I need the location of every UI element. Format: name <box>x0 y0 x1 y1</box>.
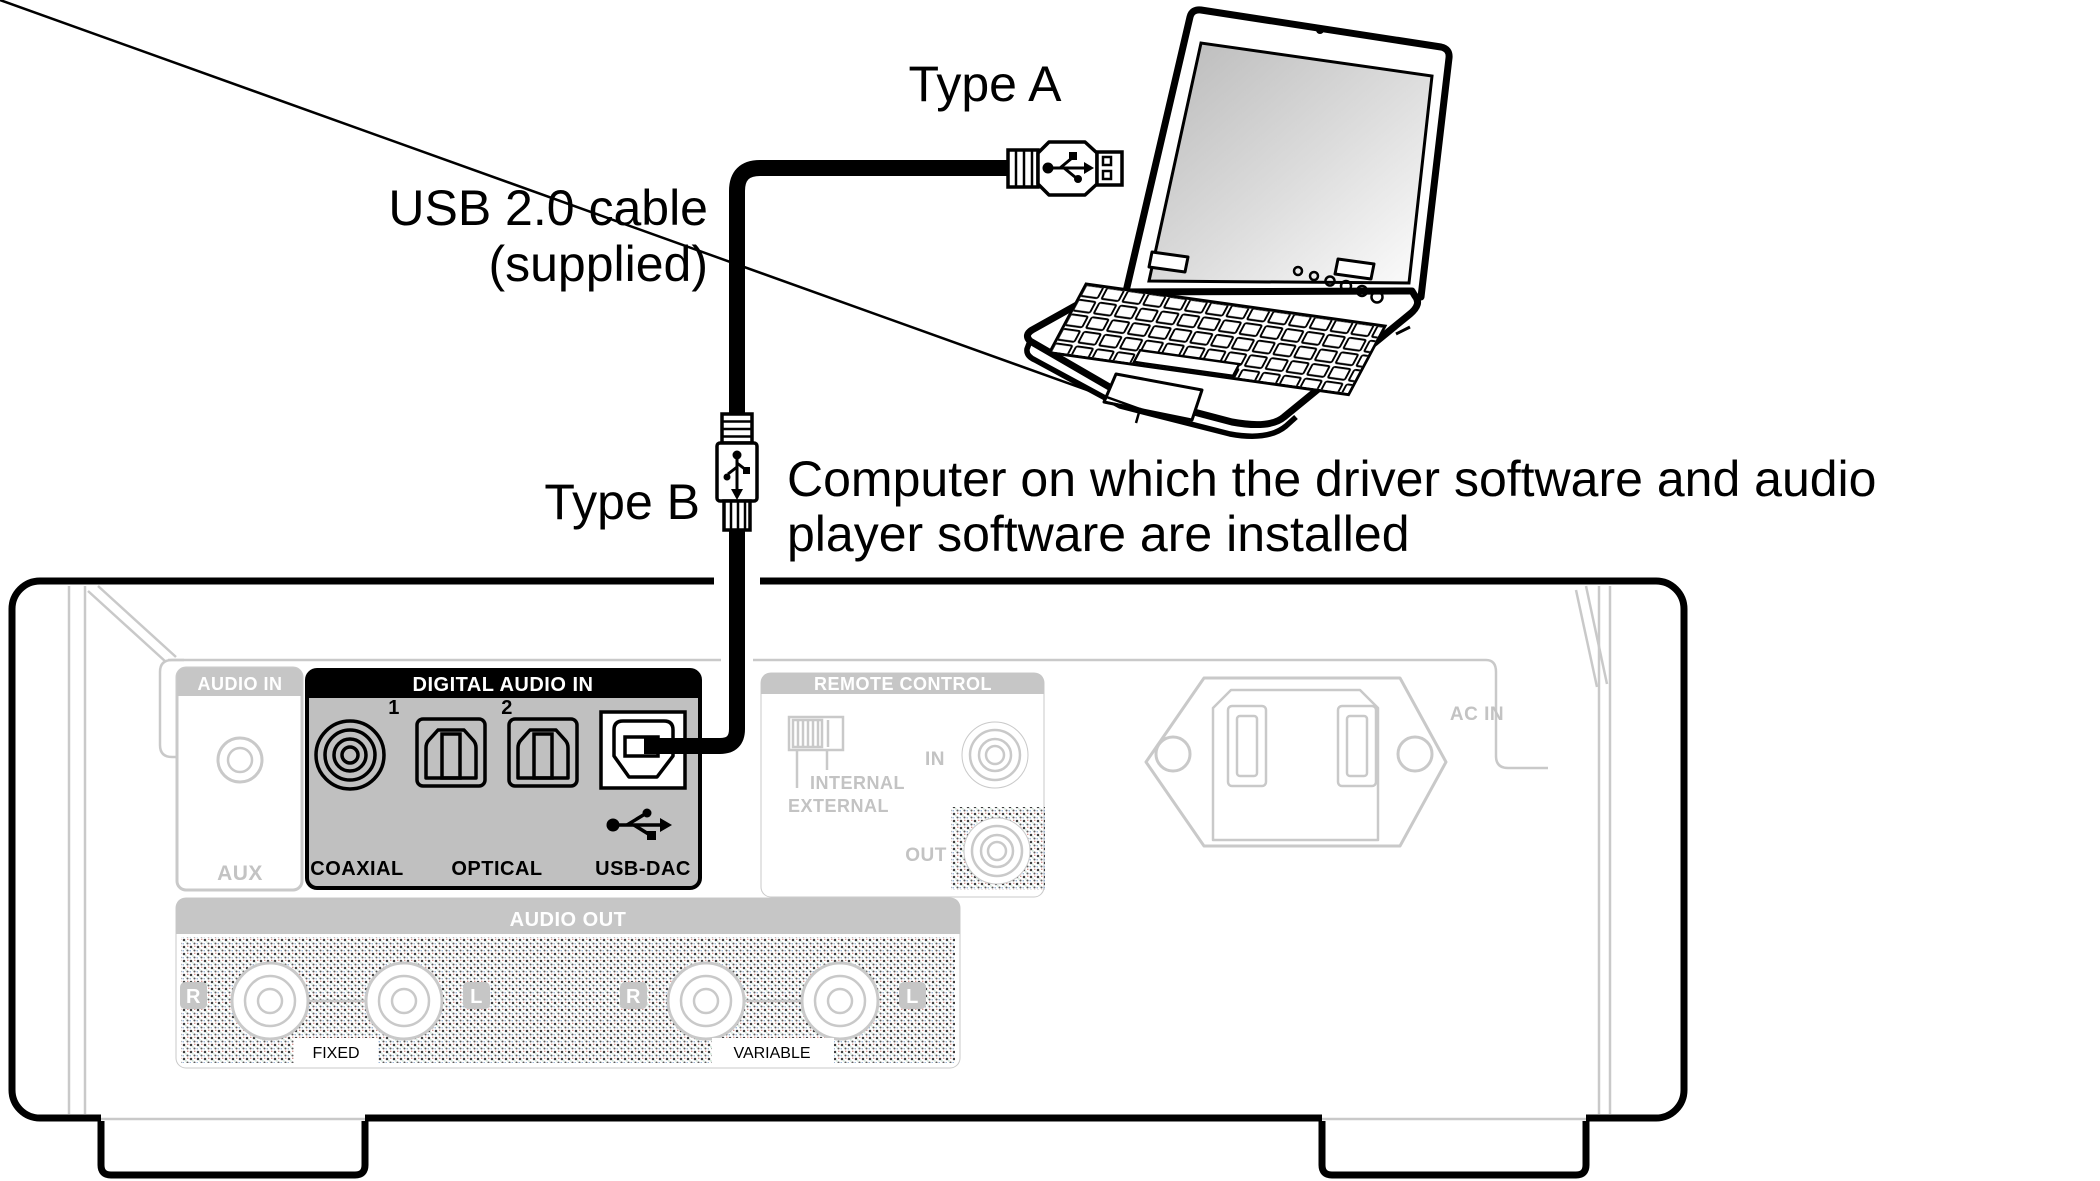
ac-in-label: AC IN <box>1450 704 1504 725</box>
status-led-icons <box>1292 265 1384 304</box>
side-port-slot <box>1395 325 1411 336</box>
hinge-left <box>1147 250 1190 274</box>
digital-audio-in-header-bar <box>307 670 700 698</box>
ac-inlet: AC IN <box>1144 676 1504 848</box>
type-b-label: Type B <box>544 474 700 530</box>
fixed-l-jack <box>364 961 444 1041</box>
dac-rear-panel: AUDIO IN AUX DIGITAL AUDIO IN 1 2 <box>8 577 1688 1179</box>
chassis-detail-lines <box>67 585 1612 1114</box>
spacebar <box>1132 348 1242 378</box>
variable-l-jack <box>800 961 880 1041</box>
remote-control-panel: REMOTE CONTROL INTERNAL EXTERNAL IN <box>760 672 1045 898</box>
computer-description-line2: player software are installed <box>787 506 1410 562</box>
usb-dac-label: USB-DAC <box>595 858 691 880</box>
fixed-r-jack <box>230 961 310 1041</box>
laptop-touchpad <box>0 0 1204 424</box>
audio-in-header: AUDIO IN <box>198 674 283 694</box>
audio-out-header: AUDIO OUT <box>510 909 627 931</box>
optical-1-number: 1 <box>388 697 400 719</box>
webcam-icon <box>1316 26 1324 34</box>
usb-type-b-plug-icon <box>715 412 759 532</box>
audio-in-header-bar <box>177 668 302 696</box>
type-a-label: Type A <box>909 56 1063 112</box>
device-feet <box>97 1112 1590 1179</box>
usb-cable <box>644 140 1124 754</box>
aux-jack <box>216 736 264 784</box>
rl-badge: L <box>463 982 490 1009</box>
usb-cable-label-line1: USB 2.0 cable <box>388 180 708 236</box>
ac-screw-left <box>1154 735 1192 773</box>
aux-jack-label: AUX <box>217 862 263 885</box>
internal-label: INTERNAL <box>810 773 905 793</box>
digital-audio-in-panel: DIGITAL AUDIO IN 1 2 <box>305 668 702 890</box>
ac-screw-right <box>1396 735 1434 773</box>
variable-r-label: R <box>626 986 641 1008</box>
laptop-screen <box>1147 41 1434 285</box>
laptop-keyboard <box>1047 282 1388 397</box>
right-foot <box>1318 1121 1590 1179</box>
callout-labels: Type A USB 2.0 cable (supplied) Type B C… <box>388 56 1876 562</box>
coaxial-label: COAXIAL <box>310 858 404 880</box>
variable-l-label: L <box>906 986 919 1008</box>
usb-icon <box>723 450 750 500</box>
left-foot <box>97 1121 369 1179</box>
rl-badge: L <box>899 982 926 1009</box>
audio-out-header-bar <box>176 898 960 934</box>
remote-in-jack <box>961 721 1029 789</box>
cable-upper-run <box>729 160 1012 416</box>
cable-lower-run <box>644 529 745 754</box>
coaxial-jack <box>314 719 386 791</box>
optical-2-number: 2 <box>501 697 513 719</box>
audio-out-panel: AUDIO OUT R L R L <box>175 897 961 1069</box>
usb-cable-label-line2: (supplied) <box>488 236 708 292</box>
variable-r-jack <box>666 961 746 1041</box>
digital-audio-in-header: DIGITAL AUDIO IN <box>413 674 594 696</box>
usb-icon <box>1042 152 1094 183</box>
external-label: EXTERNAL <box>788 796 889 816</box>
rl-badge: R <box>620 982 647 1009</box>
remote-out-jack <box>963 817 1031 885</box>
optical-label: OPTICAL <box>451 858 542 880</box>
remote-out-label: OUT <box>905 845 947 866</box>
fixed-l-label: L <box>470 986 483 1008</box>
computer-description-line1: Computer on which the driver software an… <box>787 451 1876 507</box>
remote-control-header: REMOTE CONTROL <box>814 674 992 694</box>
usb-icon <box>606 808 672 840</box>
remote-switch-icon <box>787 715 845 788</box>
fixed-r-label: R <box>186 986 201 1008</box>
remote-control-header-bar <box>761 673 1044 694</box>
fixed-label: FIXED <box>312 1045 359 1062</box>
hinge-right <box>1333 257 1376 281</box>
laptop <box>0 0 1453 439</box>
variable-label: VARIABLE <box>733 1045 810 1062</box>
rl-badge: R <box>180 982 207 1009</box>
usb-type-a-plug-icon <box>1006 140 1124 197</box>
remote-in-label: IN <box>925 749 945 770</box>
audio-in-panel: AUDIO IN AUX <box>175 666 304 892</box>
